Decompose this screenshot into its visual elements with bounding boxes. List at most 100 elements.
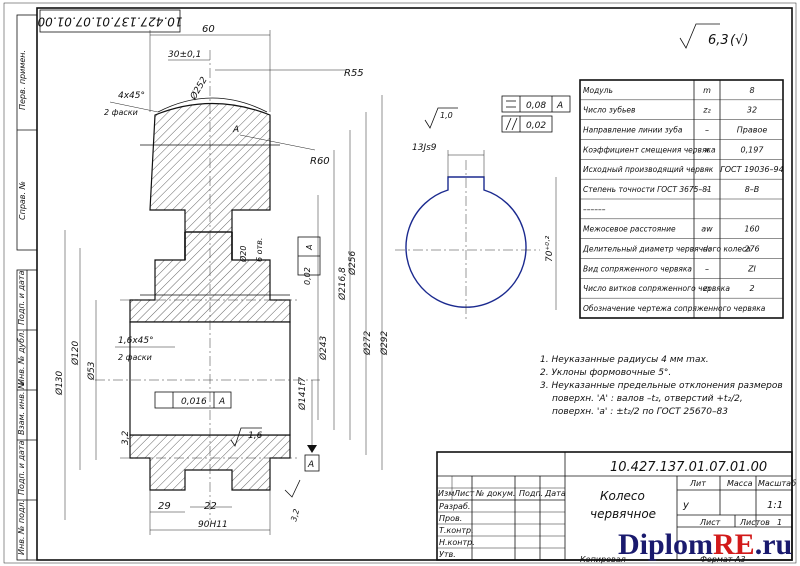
dim-dia-130: Ø130: [54, 370, 65, 396]
tb-col-mass: Масса: [727, 479, 753, 488]
note-5: поверхн. 'а' : ±t₂/2 по ГОСТ 25670–83: [552, 407, 728, 417]
side-label-2: Подп. и дата: [17, 270, 26, 325]
rough-32-left: 3,2: [121, 430, 131, 445]
param-row-value: 8: [749, 86, 754, 95]
tb-format: Формат: [700, 555, 733, 564]
param-row-name: Коэффициент смещения червяка: [583, 145, 716, 154]
dim-bottom-29: 29: [158, 501, 171, 512]
watermark-part1: Diplom: [618, 528, 714, 561]
tb-format-value: A3: [734, 555, 746, 564]
code-stamp: 10.427.137.01.07.01.00: [37, 9, 183, 33]
watermark-part3: .ru: [754, 528, 793, 561]
tb-role-3: Н.контр.: [439, 538, 475, 547]
param-row-value: 2: [749, 284, 754, 293]
param-row-value: 32: [747, 106, 757, 115]
dim-dia-272: Ø272: [362, 330, 373, 356]
roughness-general-value: 6,3: [708, 33, 729, 48]
tb-lit-value: у: [682, 500, 690, 511]
main-dimensions: 60 30±0,1 4х45° 2 фаски R55 R60 Ø252 A Ø…: [54, 24, 390, 535]
tb-role-0: Разраб.: [439, 502, 470, 511]
note-2: 2. Уклоны формовочные 5°.: [540, 368, 671, 378]
param-row-symbol: z₁: [702, 284, 710, 293]
dim-chamfer-hub: 1,6х45°: [118, 336, 154, 346]
tb-hdr-0: Изм: [438, 489, 454, 498]
outer-frame: [3, 2, 797, 564]
param-row-name: Число витков сопряженного червяка: [583, 284, 730, 293]
param-row-name: Направление линии зуба: [583, 126, 683, 135]
side-label-1: Справ. №: [18, 181, 27, 220]
dim-chamfer-hub-note: 2 фаски: [118, 353, 152, 362]
tb-role-4: Утв.: [439, 550, 456, 559]
technical-notes: 1. Неуказанные радиусы 4 мм max. 2. Укло…: [540, 355, 783, 417]
rough-32-bottom: 3,2: [289, 508, 301, 523]
tb-role-2: Т.контр.: [439, 526, 474, 535]
param-row-value: ГОСТ 19036–94: [720, 165, 783, 174]
side-label-3: Инв. № дубл.: [17, 330, 26, 385]
param-row-name: Обозначение чертежа сопряженного червяка: [583, 304, 766, 313]
dim-dia-256: Ø256: [347, 250, 358, 276]
tol-runout-val: 0,02: [303, 267, 312, 285]
dim-keyway-depth: 70⁺⁰·²: [545, 235, 555, 262]
dim-dia-1411: Ø141f7: [297, 377, 308, 411]
param-row-symbol: d₂: [703, 245, 712, 254]
param-row-name: Вид сопряженного червяка: [583, 264, 692, 273]
dim-dia-292: Ø292: [379, 330, 390, 356]
tb-copied: Копировал: [580, 555, 626, 564]
tb-sheets: Листов: [739, 518, 770, 527]
watermark-part2: RE: [713, 528, 755, 561]
dim-overall-width: 60: [202, 24, 215, 35]
rough-16: 1,6: [248, 431, 263, 441]
param-row-symbol: aw: [701, 225, 713, 234]
param-row-name: Исходный производящий червяк: [583, 165, 714, 174]
dim-dia-53: Ø53: [86, 361, 97, 381]
tb-hdr-2: № докум.: [475, 489, 515, 498]
param-row-symbol: –: [705, 185, 709, 194]
tol-flat-val: 0,016: [181, 397, 207, 407]
tol-runout-ref: A: [305, 245, 314, 251]
note-1: 1. Неуказанные радиусы 4 мм max.: [540, 355, 709, 365]
param-row-value: ZI: [747, 264, 756, 273]
param-row-name: Делительный диаметр червячного колеса: [582, 245, 751, 254]
param-row-name: Межосевое расстояние: [583, 225, 676, 234]
param-row-value: Правое: [737, 126, 768, 135]
param-row-value: 276: [744, 245, 759, 254]
dim-dia-2168: Ø216,8: [337, 267, 348, 301]
dim-chamfer-top: 4х45°: [118, 91, 145, 101]
side-label-5: Подп. и дата: [17, 440, 26, 495]
datum-a-top: A: [232, 125, 239, 135]
dim-chamfer-top-note: 2 фаски: [104, 108, 138, 117]
title-block: 10.427.137.01.07.01.00 Колесо червячное …: [436, 451, 796, 564]
wheel-section-view: [95, 50, 320, 520]
param-row-symbol: –: [705, 165, 709, 174]
datum-a-bottom: A: [307, 460, 314, 470]
dim-hub-offset: 30±0,1: [168, 50, 201, 60]
tb-hdr-4: Дата: [544, 489, 566, 498]
param-row-name: Число зубьев: [583, 106, 635, 115]
tb-name-line1: Колесо: [600, 489, 645, 503]
rough-10: 1,0: [440, 111, 453, 120]
tol-box2-val: 0,02: [526, 121, 546, 131]
dim-dia-243: Ø243: [318, 335, 329, 361]
param-row-value: 8–В: [745, 185, 760, 194]
param-row-value: 0,197: [741, 145, 765, 154]
tol-box1-val: 0,08: [526, 101, 546, 111]
tb-sheets-value: 1: [777, 518, 782, 527]
note-4: поверхн. 'А' : валов –t₂, отверстий +t₂/…: [552, 394, 743, 404]
dim-radius-60: R60: [310, 156, 330, 167]
param-row-symbol: x: [704, 145, 710, 154]
param-row-name: Степень точности ГОСТ 3675–81: [583, 185, 712, 194]
side-stamp: Перв. примен. Справ. № Подп. и дата Инв.…: [16, 14, 38, 561]
dim-bottom-22: 22: [204, 501, 217, 512]
param-row-symbol: z₂: [702, 106, 711, 115]
tb-role-1: Пров.: [439, 514, 462, 523]
tb-sheet: Лист: [699, 518, 721, 527]
dim-bottom-90: 90H11: [198, 520, 228, 530]
site-watermark: DiplomRE.ru: [618, 528, 792, 562]
tol-flat-ref: A: [218, 397, 225, 407]
param-row-symbol: –: [705, 126, 709, 135]
tol-box1-ref: A: [556, 101, 563, 111]
side-label-6: Инв. № подл.: [17, 500, 26, 555]
tb-name-line2: червячное: [590, 507, 656, 521]
tb-col-lit: Лит: [689, 479, 706, 488]
